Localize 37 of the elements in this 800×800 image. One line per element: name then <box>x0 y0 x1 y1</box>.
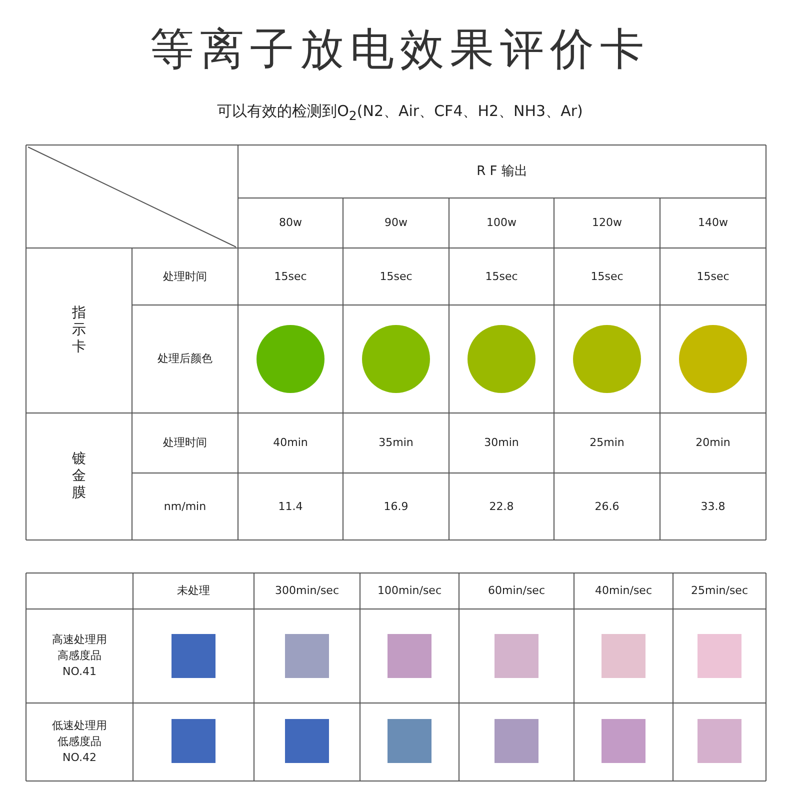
header-text: 60min/sec <box>488 584 545 598</box>
cell-value: 16.9 <box>384 500 408 514</box>
header-text: 140w <box>698 216 728 230</box>
header-text: 300min/sec <box>275 584 339 598</box>
header-text: 120w <box>592 216 622 230</box>
cell-value: 30min <box>484 436 519 450</box>
row-label: 低速处理用 低感度品 NO.42 <box>52 718 107 766</box>
header-text: 90w <box>384 216 408 230</box>
cell-value: 11.4 <box>278 500 303 514</box>
cell-value: 33.8 <box>700 500 726 514</box>
cell-value: 26.6 <box>594 500 620 514</box>
cell-value: 25min <box>590 436 624 450</box>
row-label: 处理时间 <box>163 436 207 450</box>
cell-value: 20min <box>696 436 730 450</box>
header-text: R F 输出 <box>476 164 528 178</box>
header-text: 未处理 <box>177 584 210 598</box>
header-text: 80w <box>279 216 302 230</box>
row-group-label: 指示卡 <box>72 305 86 356</box>
row-label: 处理后颜色 <box>158 352 212 366</box>
subtitle: 可以有效的检测到O$_{2}$(N2、Air、CF4、H2、NH3、Ar) <box>217 102 583 124</box>
header-text: 100w <box>486 216 516 230</box>
cell-value: 40min <box>273 436 308 450</box>
page-title: 等离子放电效果评价卡 <box>150 24 650 76</box>
cell-value: 15sec <box>274 270 307 284</box>
row-label: 高速处理用 高感度品 NO.41 <box>52 632 107 680</box>
header-text: 40min/sec <box>595 584 652 598</box>
cell-value: 22.8 <box>489 500 514 514</box>
row-label: nm/min <box>164 500 206 514</box>
cell-value: 15sec <box>485 270 518 284</box>
row-label: 处理时间 <box>163 270 207 284</box>
header-text: 100min/sec <box>378 584 442 598</box>
row-group-label: 镀金膜 <box>72 451 86 502</box>
cell-value: 35min <box>378 436 414 450</box>
header-text: 25min/sec <box>691 584 748 598</box>
cell-value: 15sec <box>380 270 412 284</box>
cell-value: 15sec <box>590 270 624 284</box>
cell-value: 15sec <box>696 270 730 284</box>
